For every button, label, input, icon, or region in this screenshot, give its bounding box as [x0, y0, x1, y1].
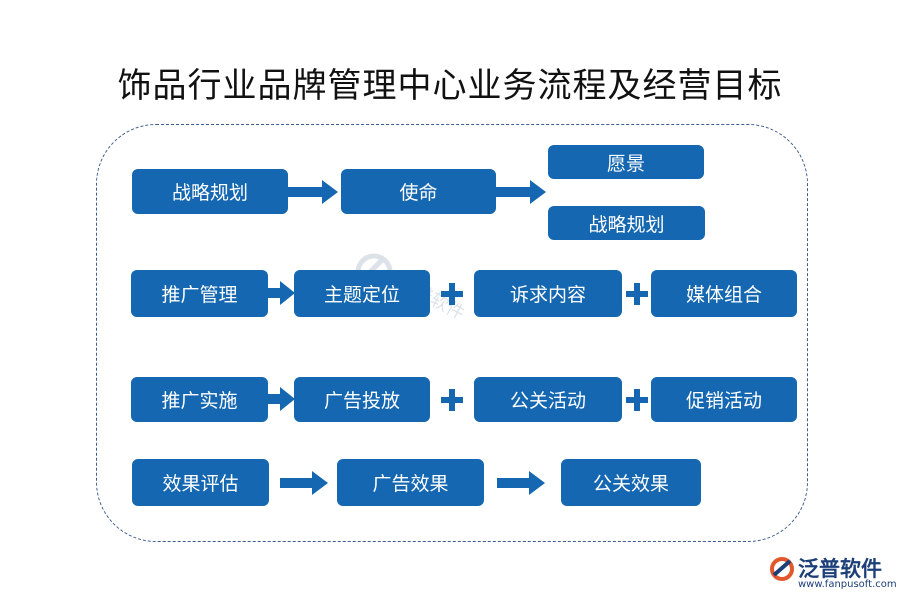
box-strategy-planning[interactable]: 战略规划 [132, 169, 288, 214]
box-pr-effect[interactable]: 公关效果 [561, 459, 701, 506]
box-promotion-implementation[interactable]: 推广实施 [131, 377, 268, 422]
brand-logo-name: 泛普软件 [798, 557, 882, 581]
arrow-right-icon [288, 180, 338, 204]
plus-icon [441, 389, 463, 411]
plus-icon [626, 283, 648, 305]
box-ad-effect[interactable]: 广告效果 [337, 459, 484, 506]
plus-icon [626, 389, 648, 411]
box-strategic-planning-branch[interactable]: 战略规划 [548, 206, 705, 240]
box-promotion-management[interactable]: 推广管理 [131, 270, 268, 317]
box-mission[interactable]: 使命 [341, 169, 496, 214]
brand-logo-icon [770, 557, 794, 581]
brand-logo: 泛普软件 www.fanpusoft.com [768, 553, 897, 595]
box-ad-placement[interactable]: 广告投放 [294, 377, 430, 422]
arrow-right-icon [497, 471, 545, 495]
diagram-frame [96, 124, 808, 542]
box-pr-activities[interactable]: 公关活动 [474, 377, 622, 422]
box-vision[interactable]: 愿景 [548, 145, 704, 179]
box-effect-evaluation[interactable]: 效果评估 [132, 459, 269, 506]
arrow-right-icon [280, 471, 328, 495]
arrow-right-icon [268, 387, 295, 411]
box-theme-positioning[interactable]: 主题定位 [294, 270, 430, 317]
box-media-mix[interactable]: 媒体组合 [651, 270, 797, 317]
arrow-right-icon [268, 281, 295, 305]
box-promotional-activities[interactable]: 促销活动 [651, 377, 797, 422]
brand-logo-url: www.fanpusoft.com [798, 579, 897, 590]
box-appeal-content[interactable]: 诉求内容 [474, 270, 622, 317]
arrow-right-icon [496, 180, 546, 204]
plus-icon [441, 283, 463, 305]
page-title: 饰品行业品牌管理中心业务流程及经营目标 [117, 66, 783, 106]
